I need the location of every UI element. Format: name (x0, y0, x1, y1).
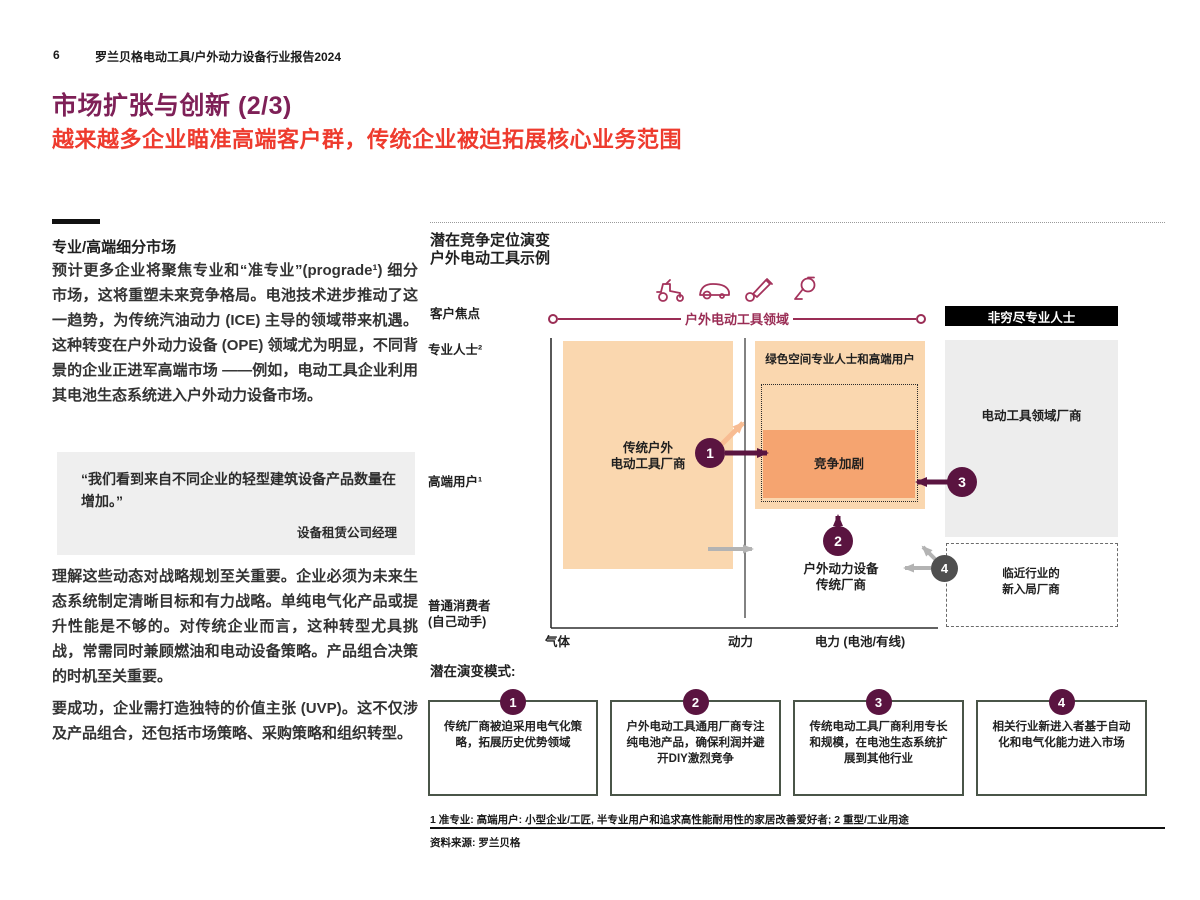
x-label-gas: 气体 (545, 635, 571, 649)
y-label-consumers-line2: (自己动手) (428, 615, 487, 629)
robot-mower-icon (699, 283, 730, 300)
diagram-title-line1: 潜在竞争定位演变 (430, 232, 551, 249)
body-paragraph-2: 理解这些动态对战略规划至关重要。企业必须为未来生态系统制定清晰目标和有力战略。单… (52, 568, 418, 685)
competition-label: 竞争加剧 (813, 457, 864, 471)
marker-4: 4 (931, 555, 958, 582)
adjacent-entrants-region (946, 543, 1118, 627)
domain-band-label: 户外电动工具领域 (685, 312, 790, 327)
quote-attribution: 设备租赁公司经理 (296, 526, 397, 540)
band-line-right (793, 317, 917, 320)
y-label-consumers: 普通消费者 (自己动手) (428, 598, 491, 630)
product-icons-row (653, 274, 821, 304)
traditional-ope-label-line2: 电动工具厂商 (610, 457, 686, 471)
page-number: 6 (53, 48, 60, 62)
quote-box: “我们看到来自不同企业的轻型建筑设备产品数量在增加。” 设备租赁公司经理 (57, 452, 415, 555)
report-header-title: 罗兰贝格电动工具/户外动力设备行业报告2024 (95, 50, 342, 64)
pattern-1-badge: 1 (500, 689, 526, 715)
footnote-rule (430, 827, 1165, 829)
expansion-dotted-region (761, 384, 918, 502)
competition-region (763, 430, 915, 498)
pattern-box-1: 1 传统厂商被迫采用电气化策略，拓展历史优势领域 (428, 689, 598, 796)
band-line-left (558, 317, 681, 320)
pattern-2-text: 户外电动工具通用厂商专注纯电池产品，确保利润并避开DIY激烈竞争 (626, 721, 765, 765)
band-endpoint-right (916, 313, 927, 324)
pattern-box-4: 4 相关行业新进入者基于自动化和电气化能力进入市场 (976, 689, 1147, 796)
marker-1: 1 (695, 438, 725, 468)
green-space-header: 绿色空间专业人士和高端用户 (765, 354, 915, 366)
pattern-box-3: 3 传统电动工具厂商利用专长和规模，在电池生态系统扩展到其他行业 (793, 689, 964, 796)
marker-3: 3 (947, 467, 977, 497)
source-note: 资料来源: 罗兰贝格 (430, 837, 521, 849)
band-endpoint-left (548, 313, 558, 324)
riding-mower-icon (656, 279, 684, 302)
y-label-consumers-line1: 普通消费者 (428, 599, 491, 613)
leaf-blower-icon (794, 276, 816, 300)
arrow-upmarket-peach (719, 421, 745, 447)
section-divider-bar (52, 219, 100, 224)
patterns-heading: 潜在演变模式: (430, 664, 516, 679)
traditional-ope-label: 传统户外 电动工具厂商 (563, 440, 733, 472)
y-label-professionals: 专业人士² (428, 343, 483, 357)
footnote: 1 准专业: 高端用户: 小型企业/工匠, 半专业用户和追求高性能耐用性的家居改… (430, 814, 909, 826)
ope-traditional-label: 户外动力设备 传统厂商 (771, 561, 911, 593)
x-label-electric: 电力 (电池/有线) (814, 635, 906, 649)
pattern-4-text: 相关行业新进入者基于自动化和电气化能力进入市场 (992, 721, 1131, 749)
pattern-3-text: 传统电动工具厂商利用专长和规模，在电池生态系统扩展到其他行业 (809, 721, 948, 765)
diagram-top-rule (430, 222, 1165, 223)
body-paragraph-1: 预计更多企业将聚焦专业和“准专业”(prograde¹) 细分市场，这将重塑未来… (52, 262, 418, 404)
pattern-box-2: 2 户外电动工具通用厂商专注纯电池产品，确保利润并避开DIY激烈竞争 (610, 689, 781, 796)
diagram-title-line2: 户外电动工具示例 (430, 250, 551, 267)
quote-text: “我们看到来自不同企业的轻型建筑设备产品数量在增加。” (81, 471, 396, 509)
body-paragraph-3: 要成功，企业需打造独特的价值主张 (UVP)。这不仅涉及产品组合，还包括市场策略… (52, 700, 418, 742)
pattern-2-badge: 2 (682, 689, 709, 715)
power-tool-players-label: 电动工具领域厂商 (981, 409, 1082, 423)
x-label-power: 动力 (727, 635, 753, 649)
pattern-1-text: 传统厂商被迫采用电气化策略，拓展历史优势领域 (444, 721, 582, 749)
non-exhaustive-header: 非穷尽专业人士 (945, 306, 1118, 326)
section-heading: 专业/高端细分市场 (52, 239, 177, 256)
adjacent-entrants-line1: 临近行业的 (1002, 568, 1060, 580)
page-subtitle: 越来越多企业瞄准高端客户群，传统企业被迫拓展核心业务范围 (52, 127, 683, 152)
pattern-3-badge: 3 (865, 689, 892, 715)
y-label-prosumers: 高端用户¹ (428, 475, 483, 489)
traditional-ope-label-line1: 传统户外 (622, 441, 673, 455)
customer-focus-label: 客户焦点 (430, 307, 481, 321)
adjacent-entrants-label: 临近行业的 新入局厂商 (946, 566, 1116, 598)
diagram-axes-arrows (550, 338, 948, 629)
page-title: 市场扩张与创新 (2/3) (52, 92, 292, 120)
adjacent-entrants-line2: 新入局厂商 (1002, 584, 1060, 596)
domain-band: 户外电动工具领域 (548, 309, 927, 328)
ope-traditional-label-line1: 户外动力设备 (803, 562, 879, 576)
pattern-4-badge: 4 (1048, 689, 1075, 715)
chainsaw-icon (745, 278, 773, 302)
ope-traditional-label-line2: 传统厂商 (815, 578, 866, 592)
marker-2: 2 (823, 526, 853, 556)
power-tool-players-region (945, 340, 1118, 537)
